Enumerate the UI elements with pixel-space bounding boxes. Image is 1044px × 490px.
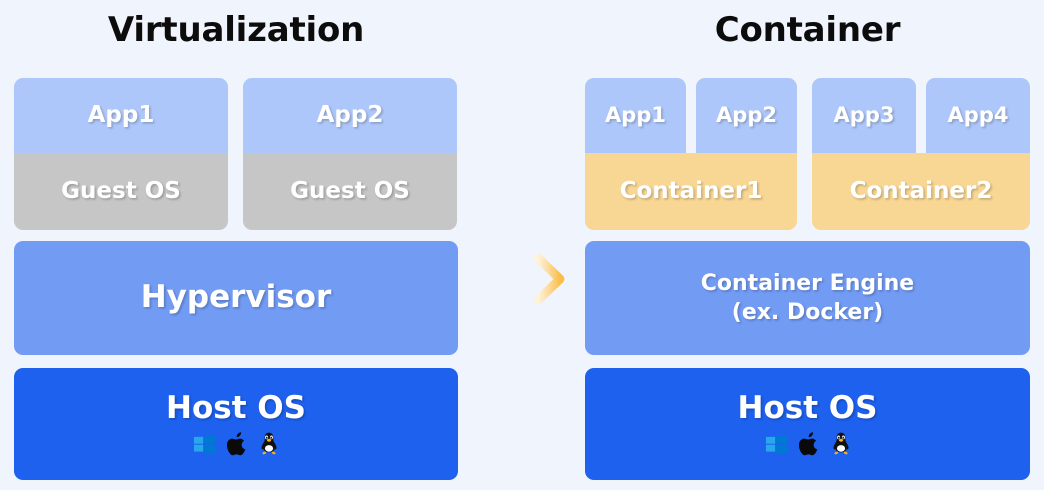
linux-tux-icon <box>831 432 851 456</box>
vm-app-block-1: App1 <box>14 78 228 153</box>
os-icon-row-left <box>193 431 279 457</box>
container-stack-1: App1 App2 Container1 <box>585 78 797 230</box>
container-block-1: Container1 <box>585 153 797 230</box>
windows-icon <box>193 433 216 456</box>
container-app-block-4: App4 <box>926 78 1030 153</box>
container-app-row-2: App3 App4 <box>812 78 1030 153</box>
container-stack-2: App3 App4 Container2 <box>812 78 1030 230</box>
container-engine-label-line2: (ex. Docker) <box>731 299 884 325</box>
linux-tux-icon <box>259 432 279 456</box>
host-os-block-left: Host OS <box>14 368 458 480</box>
vm-stack-1: App1 Guest OS <box>14 78 228 230</box>
container-app-block-2: App2 <box>696 78 797 153</box>
vm-stack-2: App2 Guest OS <box>243 78 457 230</box>
vm-app-block-2: App2 <box>243 78 457 153</box>
container-app-block-3: App3 <box>812 78 916 153</box>
hypervisor-block: Hypervisor <box>14 241 458 355</box>
windows-icon <box>765 433 788 456</box>
vm-guest-os-block-1: Guest OS <box>14 153 228 230</box>
container-app-row-1: App1 App2 <box>585 78 797 153</box>
page-title-container: Container <box>714 10 901 50</box>
apple-icon <box>227 432 248 456</box>
container-block-2: Container2 <box>812 153 1030 230</box>
host-os-label-right: Host OS <box>737 389 878 426</box>
host-os-label-left: Host OS <box>166 389 306 426</box>
vm-guest-os-block-2: Guest OS <box>243 153 457 230</box>
apple-icon <box>798 432 820 456</box>
container-app-block-1: App1 <box>585 78 686 153</box>
container-engine-label-line1: Container Engine <box>700 271 915 297</box>
os-icon-row-right <box>765 431 851 457</box>
page-title-virtualization: Virtualization <box>107 10 365 50</box>
arrow-right-icon <box>470 248 572 310</box>
container-engine-block: Container Engine (ex. Docker) <box>585 241 1030 355</box>
host-os-block-right: Host OS <box>585 368 1030 480</box>
